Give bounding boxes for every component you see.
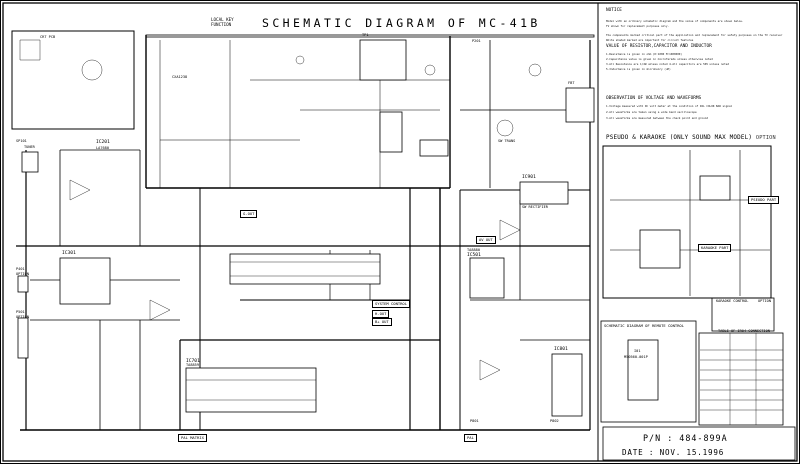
pal-matrix-label: PAL MATRIX	[178, 434, 207, 442]
b-out-label: B+ OUT	[372, 318, 392, 326]
ic801-ref: IC801	[554, 347, 568, 352]
ir-connection-table-title: TABLE OF IR04 CONNECTION	[718, 329, 770, 333]
pal-label: PAL	[464, 434, 477, 442]
tp1-label: TP1	[362, 33, 369, 37]
option-label-1: OPTION	[16, 272, 29, 276]
pseudo-karaoke-title-text: PSEUDO & KARAOKE (ONLY SOUND MAX MODEL)	[606, 135, 753, 141]
tuner-label: TUNER	[24, 145, 35, 149]
local-key-title: LOCAL KEY	[211, 17, 234, 22]
observation-line: 1.Voltage measured with DC volt meter at…	[606, 104, 733, 108]
observation-line: 3.All waveforms are measured between the…	[606, 116, 708, 120]
p802-label: P802	[550, 419, 559, 423]
ic501-ref: IC501	[467, 253, 481, 258]
crt-pcb-label: CRT PCB	[40, 35, 56, 39]
ic301-ref: IC301	[62, 251, 76, 256]
ic701-ref: IC701	[186, 359, 200, 364]
observation-line: 2.All waveforms are taken using a wide b…	[606, 110, 697, 114]
remote-ic-part: M50560-001P	[624, 355, 648, 359]
sw-rectifier-label: SW RECTIFIER	[522, 205, 548, 209]
ic501-part: TA8880	[467, 248, 480, 252]
notice-line: Model with an ordinary schematic diagram…	[606, 19, 744, 23]
p801-label: P801	[470, 419, 479, 423]
value-line: 3.All Resistance are 1/4W unless noted 4…	[606, 62, 729, 66]
h-out-label: H-OUT	[372, 310, 390, 318]
remote-control-title: SCHEMATIC DIAGRAM OF REMOTE CONTROL	[604, 323, 685, 328]
karaoke-control-option: OPTION	[758, 299, 771, 303]
karaoke-control-label: KARAOKE CONTROL	[716, 299, 749, 303]
observation-heading: OBSERVATION OF VOLTAGE AND WAVEFORMS	[606, 96, 702, 101]
ic701-part: TA8859	[186, 363, 199, 367]
sw-trans-label: SW TRANS	[498, 139, 516, 143]
notice-line: The components marked critical part of t…	[606, 33, 783, 37]
system-control-label: SYSTEM CONTROL	[372, 300, 411, 308]
part-number-value: : 484-899A	[667, 433, 728, 443]
page-title: SCHEMATIC DIAGRAM OF MC-41B	[262, 16, 541, 30]
notice-line: TV shown for replacement purposes only.	[606, 24, 670, 28]
ic201-ref: IC201	[96, 140, 110, 145]
notice-heading: NOTICE	[606, 8, 622, 13]
p201-label: P201	[472, 39, 481, 43]
value-line: 5.Inductance is given in microhenry (uH)	[606, 67, 671, 71]
remote-ic-ref: I01	[634, 349, 641, 353]
pseudo-karaoke-option: OPTION	[755, 135, 776, 141]
local-key-function-label: LOCAL KEY FUNCTION	[211, 17, 234, 27]
option-label-2: OPTION	[16, 315, 29, 319]
part-number: P/N : 484-899A	[643, 434, 728, 442]
revision-date-value: : NOV. 15.1996	[648, 448, 725, 457]
sp101-label: SP101	[16, 139, 27, 143]
p401-label: P401	[16, 267, 25, 271]
fbt-label: FBT	[568, 81, 575, 85]
ic901-ref: IC901	[522, 175, 536, 180]
value-heading: VALUE OF RESISTOR,CAPACITOR AND INDUCTOR	[606, 44, 712, 49]
part-number-label: P/N	[643, 433, 662, 443]
value-line: 1.Resistance is given in ohm (K:1000 M:1…	[606, 52, 683, 56]
ic201-part: LA7680	[96, 146, 109, 150]
pseudo-karaoke-title: PSEUDO & KARAOKE (ONLY SOUND MAX MODEL) …	[606, 135, 776, 142]
av-out-label: AV OUT	[476, 236, 496, 244]
value-line: 2.Capacitance value is given in microfar…	[606, 57, 713, 61]
local-key-subtitle: FUNCTION	[211, 22, 232, 28]
revision-date: DATE : NOV. 15.1996	[622, 449, 724, 457]
notice-line: White shaded marked are important for ci…	[606, 38, 694, 42]
p501-label: P501	[16, 310, 25, 314]
g-out-label: G-OUT	[240, 210, 258, 218]
revision-date-label: DATE	[622, 448, 644, 457]
pseudo-part-label: PSEUDO PART	[748, 196, 780, 204]
cxa-label: CXA1238	[172, 75, 188, 79]
karaoke-part-label: KARAOKE PART	[698, 244, 732, 252]
